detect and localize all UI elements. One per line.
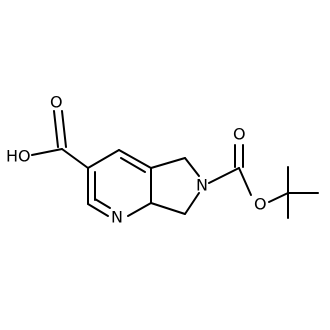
atom-label-ester-oxygen: O <box>254 195 267 214</box>
atom-label-carbonyl-oxygen: O <box>233 125 246 144</box>
atom-label-acid-oxygen: O <box>50 93 63 112</box>
bond-five-4 <box>150 202 186 215</box>
bond-ring-4 <box>127 202 152 217</box>
bond-ring-1 <box>87 149 120 169</box>
bond-acid-c-oh <box>31 148 63 156</box>
bond-ring-2 <box>118 149 152 169</box>
atom-label-pyridine-nitrogen: N <box>111 208 123 227</box>
bond-n-carbonyl <box>208 167 240 184</box>
bond-five-3 <box>184 192 200 215</box>
bond-carbonyl-ester-o <box>238 167 252 196</box>
bond-five-1 <box>150 157 186 169</box>
bond-acid-c-o-double-a <box>53 110 59 148</box>
bond-ring-5 <box>87 203 109 217</box>
bond-ester-o-tert-c <box>268 192 289 203</box>
bond-ring-2-inner <box>120 157 146 173</box>
bond-five-2 <box>184 157 200 177</box>
bond-acid-c-ring <box>61 148 89 169</box>
bond-acid-c-o-double-b <box>61 110 67 148</box>
atom-label-hydroxyl: HO <box>6 147 31 166</box>
bond-ring-5-inner <box>94 198 111 209</box>
atom-label-pyrrolidine-nitrogen: N <box>196 176 208 195</box>
